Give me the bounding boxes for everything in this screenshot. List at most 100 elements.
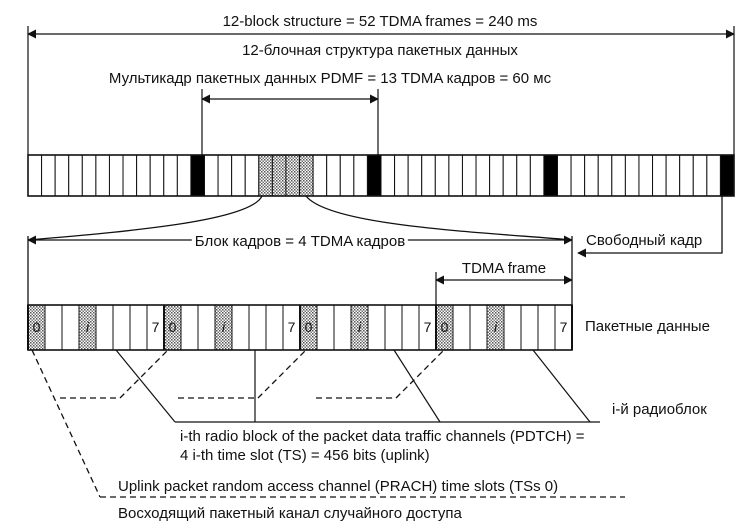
tdma-frame-span — [435, 272, 573, 305]
time-slot — [231, 304, 250, 351]
frame-strip — [27, 154, 735, 197]
tdma-frame — [461, 154, 477, 197]
time-slot-label: i — [86, 319, 90, 335]
time-slot — [129, 304, 148, 351]
tdma-frame — [502, 154, 518, 197]
time-slot-label: 7 — [288, 319, 296, 335]
tdma-frame — [353, 154, 368, 197]
tdma-frame-label: TDMA frame — [461, 260, 547, 277]
tdma-frame — [27, 154, 43, 197]
multiframe-span-arrow — [201, 89, 379, 155]
multiframe-label: Мультикадр пакетных данных PDMF = 13 TDM… — [108, 70, 552, 87]
tdma-frame — [394, 154, 409, 197]
time-slot — [316, 304, 335, 351]
tdma-frame — [122, 154, 138, 197]
time-slot — [95, 304, 114, 351]
tdma-frame — [326, 154, 341, 197]
tdma-frame — [380, 154, 396, 197]
tdma-frame — [692, 154, 708, 197]
tdma-frame — [475, 154, 491, 197]
tdma-frame — [271, 154, 287, 197]
tdma-frame — [299, 154, 314, 197]
tdma-frame — [597, 154, 613, 197]
idle-frame-label: Свободный кадр — [586, 232, 703, 249]
time-slot — [248, 304, 267, 351]
pdtch-label-line1: i-th radio block of the packet data traf… — [180, 428, 585, 445]
tdma-frame — [95, 154, 110, 197]
time-slot-label: 0 — [305, 319, 313, 335]
idle-frame — [190, 154, 205, 197]
tdma-frame — [421, 154, 436, 197]
tdma-frame — [285, 154, 301, 197]
tdma-frame — [244, 154, 260, 197]
tdma-frame — [176, 154, 192, 197]
tdma-frame — [706, 154, 721, 197]
tdma-frame — [434, 154, 450, 197]
tdma-frame — [529, 154, 545, 197]
tdma-frame — [68, 154, 83, 197]
tdma-frame — [312, 154, 328, 197]
tdma-frame — [448, 154, 463, 197]
time-slot-label: 0 — [441, 319, 449, 335]
tdma-frame — [339, 154, 355, 197]
tdma-frame — [584, 154, 599, 197]
time-slot-label: 0 — [33, 319, 41, 335]
tdma-frame — [231, 154, 246, 197]
idle-frame — [543, 154, 558, 197]
time-slot — [44, 304, 63, 351]
tdma-frame — [41, 154, 56, 197]
tdma-frame — [108, 154, 124, 197]
time-slot-label: i — [494, 319, 498, 335]
prach-label-en: Uplink packet random access channel (PRA… — [118, 478, 559, 495]
time-slot — [452, 304, 471, 351]
time-slot — [520, 304, 539, 351]
tdma-frame — [217, 154, 233, 197]
tdma-frame — [81, 154, 97, 197]
time-slot — [333, 304, 352, 351]
time-slot — [367, 304, 386, 351]
idle-frame — [719, 154, 735, 197]
time-slot — [61, 304, 80, 351]
time-slot — [401, 304, 420, 351]
time-slot-label: 0 — [169, 319, 177, 335]
tdma-frame — [516, 154, 531, 197]
tdma-frame — [638, 154, 654, 197]
time-slot-label: 7 — [560, 319, 568, 335]
time-slot — [180, 304, 199, 351]
tdma-frame — [570, 154, 586, 197]
time-slot — [384, 304, 403, 351]
structure-label-ru: 12-блочная структура пакетных данных — [242, 42, 518, 59]
radio-block-label: i-й радиоблок — [612, 401, 707, 418]
tdma-frame — [149, 154, 165, 197]
structure-span-arrow — [27, 26, 735, 155]
tdma-frame — [54, 154, 70, 197]
idle-frame — [366, 154, 382, 197]
tdma-frame — [204, 154, 219, 197]
tdma-frame — [611, 154, 626, 197]
time-slot-label: i — [358, 319, 362, 335]
tdma-frame — [258, 154, 273, 197]
time-slot — [265, 304, 284, 351]
time-slot — [503, 304, 522, 351]
tdma-frame — [679, 154, 694, 197]
prach-pointers — [31, 349, 625, 498]
time-slot — [112, 304, 131, 351]
time-slot-label: i — [222, 319, 226, 335]
pdtch-pointers — [115, 349, 600, 423]
time-slot — [197, 304, 216, 351]
tdma-frame — [624, 154, 640, 197]
tdma-frame — [489, 154, 504, 197]
tdma-frame — [136, 154, 151, 197]
time-slot-label: 7 — [424, 319, 432, 335]
tdma-frame — [407, 154, 423, 197]
structure-label-en: 12-block structure = 52 TDMA frames = 24… — [222, 13, 538, 30]
time-slot-label: 7 — [152, 319, 160, 335]
packet-data-label: Пакетные данные — [585, 318, 710, 335]
tdma-frame — [557, 154, 572, 197]
prach-label-ru: Восходящий пакетный канал случайного дос… — [118, 505, 462, 522]
tdma-frame — [163, 154, 178, 197]
idle-frame-pointer — [577, 196, 723, 258]
tdma-frame — [665, 154, 681, 197]
